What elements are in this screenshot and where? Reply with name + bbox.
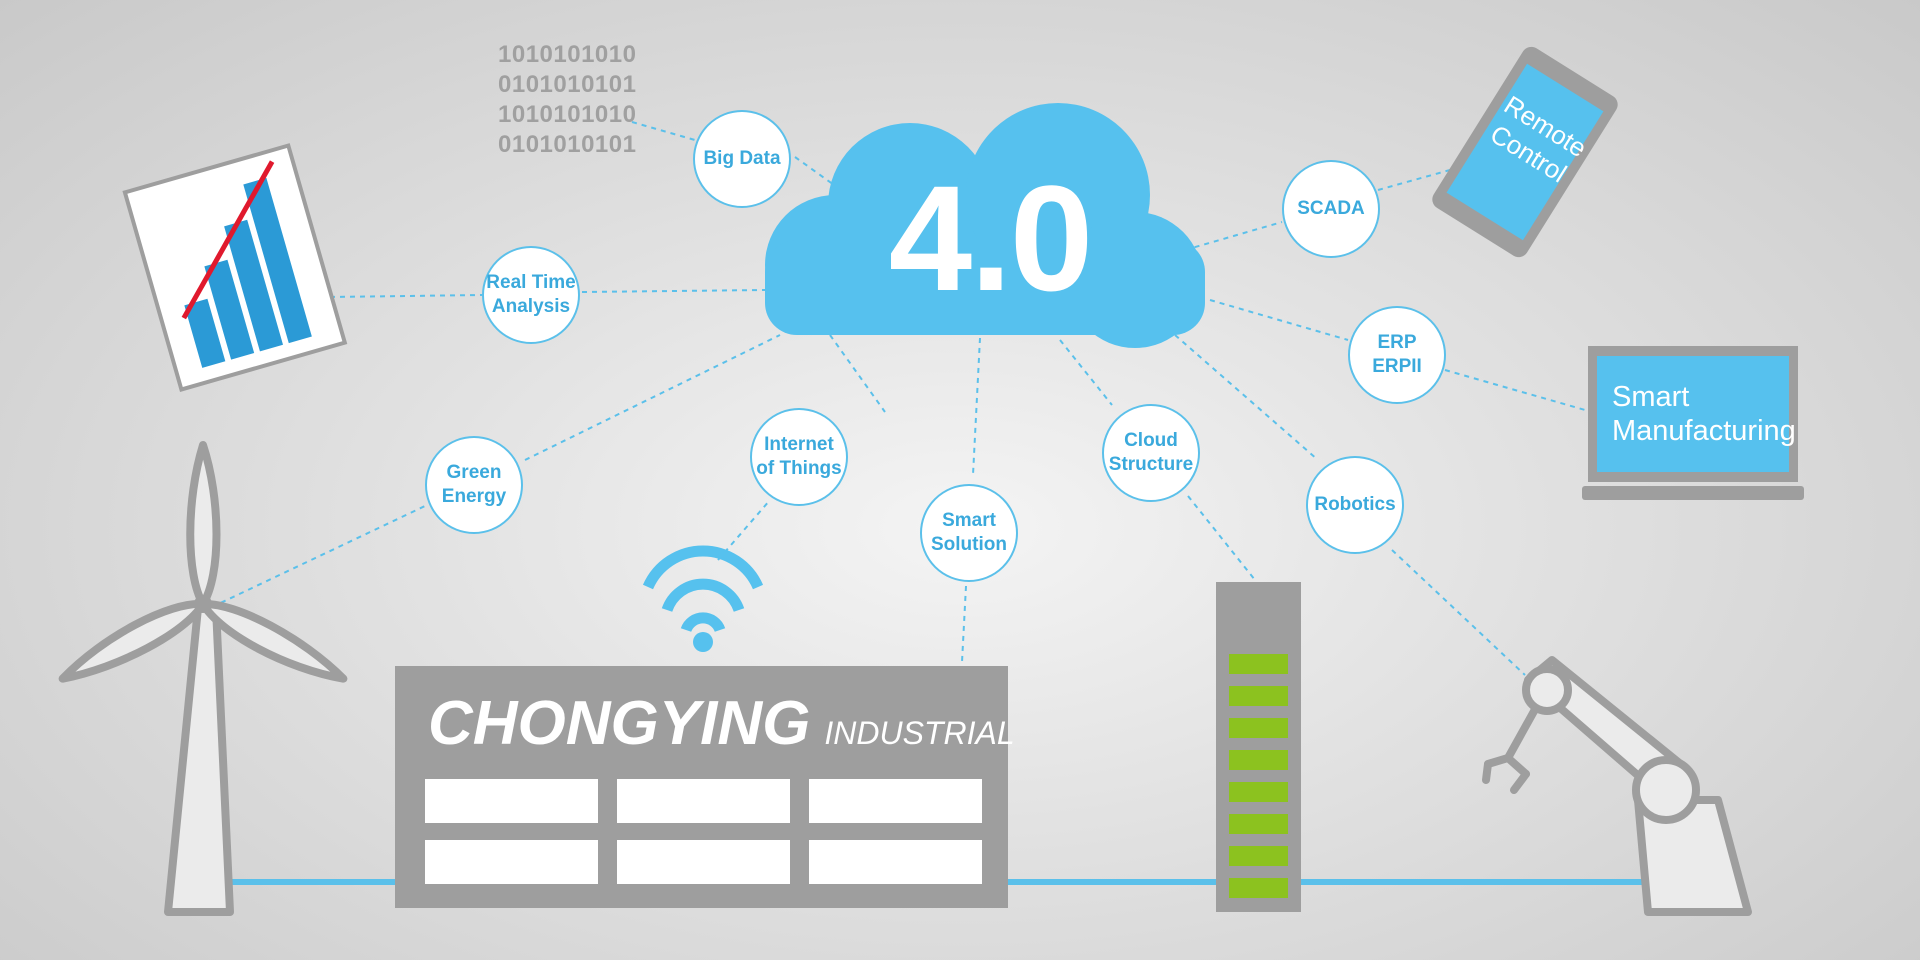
robot-arm-icon [1482, 656, 1752, 916]
company-brand: CHONGYING INDUSTRIAL [428, 688, 1015, 759]
binary-code-text: 1010101010 0101010101 1010101010 0101010… [498, 41, 637, 158]
node-green-energy: Green Energy [425, 436, 523, 534]
node-cloud-structure: Cloud Structure [1102, 404, 1200, 502]
node-internet-of-things: Internet of Things [750, 408, 848, 506]
wifi-icon [642, 545, 764, 633]
node-scada: SCADA [1282, 160, 1380, 258]
wind-turbine-icon [58, 441, 348, 916]
company-name: CHONGYING [428, 689, 811, 758]
node-big-data: Big Data [693, 110, 791, 208]
node-erp: ERP ERPII [1348, 306, 1446, 404]
laptop-icon [1582, 346, 1804, 500]
cloud-label: 4.0 [888, 154, 1094, 322]
phone-icon [1432, 46, 1618, 258]
company-subtitle: INDUSTRIAL [824, 715, 1015, 751]
node-smart-solution: Smart Solution [920, 484, 1018, 582]
server-rack-icon [1216, 582, 1301, 912]
chart-document-icon [122, 143, 348, 392]
laptop-label: Smart Manufacturing [1612, 381, 1796, 447]
wifi-dot [693, 632, 713, 652]
factory-building [395, 666, 1008, 908]
cloud-shape [765, 103, 1205, 348]
node-real-time-analysis: Real Time Analysis [482, 246, 580, 344]
node-robotics: Robotics [1306, 456, 1404, 554]
